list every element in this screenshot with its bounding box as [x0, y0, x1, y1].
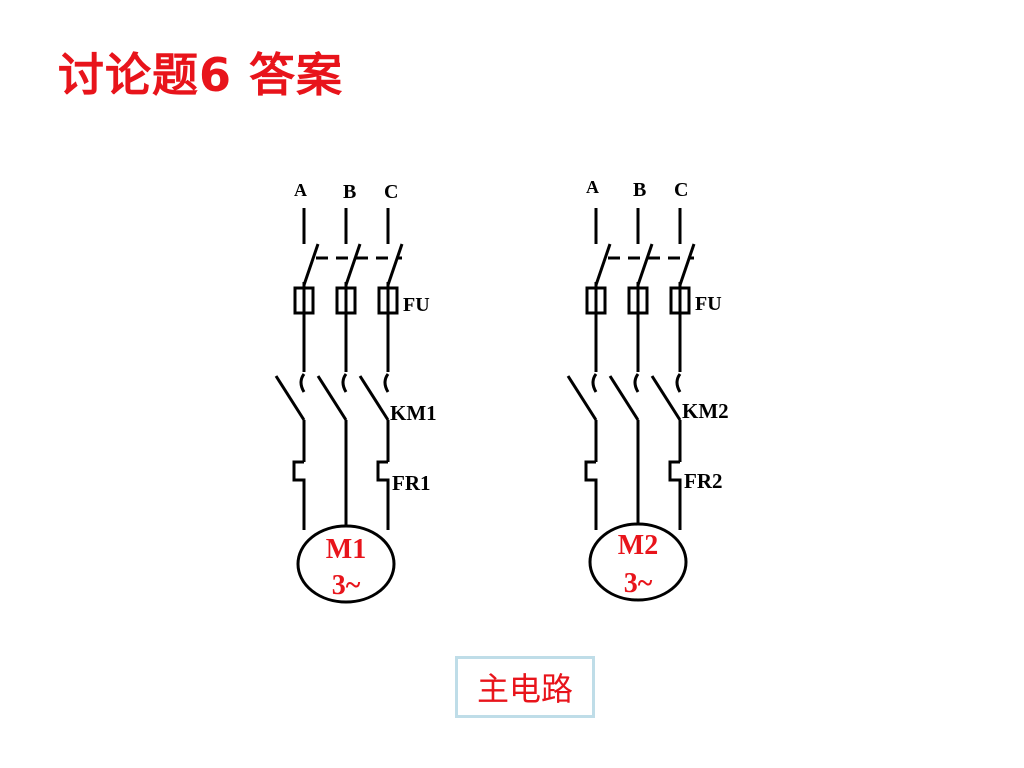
- motor-type-label: 3~: [624, 568, 653, 599]
- thermal-relay-label: FR2: [684, 469, 723, 493]
- contactor-label: KM2: [682, 399, 729, 423]
- motor-name-label: M1: [326, 534, 366, 565]
- phase-c-label: C: [674, 179, 688, 201]
- phase-a-label: A: [294, 180, 307, 200]
- motor-type-label: 3~: [332, 570, 361, 601]
- phase-b-label: B: [633, 179, 646, 201]
- motor-2-symbol: [588, 522, 688, 602]
- motor-circuit-2: A B C FU KM2 FR2 M2 3~: [566, 177, 729, 602]
- motor-circuit-1: A B C FU KM1 FR1 M1 3~: [274, 180, 437, 604]
- phase-c-label: C: [384, 181, 398, 203]
- caption-box: 主电路: [455, 656, 595, 718]
- phase-a-label: A: [586, 177, 599, 197]
- contactor-label: KM1: [390, 401, 437, 425]
- motor-1-symbol: [296, 524, 396, 604]
- motor-name-label: M2: [618, 530, 658, 561]
- phase-b-label: B: [343, 181, 356, 203]
- fuse-label: FU: [403, 294, 430, 316]
- fuse-label: FU: [695, 293, 722, 315]
- slide-title: 讨论题6 答案: [58, 48, 344, 102]
- caption-text: 主电路: [476, 670, 573, 708]
- thermal-relay-label: FR1: [392, 471, 431, 495]
